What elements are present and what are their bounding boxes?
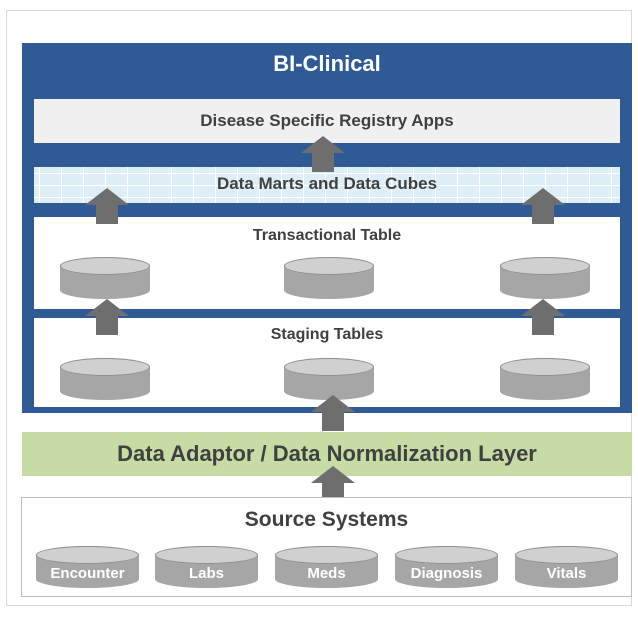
- registry-apps-label: Disease Specific Registry Apps: [200, 111, 454, 130]
- source-meds-db: Meds: [275, 546, 378, 588]
- bi-clinical-container: BI-Clinical Disease Specific Registry Ap…: [22, 43, 632, 413]
- source-diagnosis-label: Diagnosis: [410, 565, 483, 582]
- registry-apps-layer: Disease Specific Registry Apps: [34, 99, 620, 143]
- staging-db-center-icon: [284, 358, 374, 400]
- transactional-table-layer: Transactional Table: [34, 217, 620, 309]
- arrow-up-icon: [301, 136, 345, 172]
- staging-tables-layer: Staging Tables: [34, 318, 620, 407]
- staging-db-right-icon: [500, 358, 590, 400]
- arrow-up-icon: [85, 299, 129, 335]
- arrow-up-icon: [521, 299, 565, 335]
- transactional-table-label: Transactional Table: [252, 227, 402, 244]
- arrow-up-icon: [521, 188, 565, 224]
- source-diagnosis-db: Diagnosis: [395, 546, 498, 588]
- data-marts-label: Data Marts and Data Cubes: [216, 174, 438, 193]
- transactional-db-right-icon: [500, 257, 590, 299]
- staging-tables-label: Staging Tables: [270, 326, 384, 343]
- bi-clinical-title: BI-Clinical: [273, 51, 381, 76]
- arrow-up-icon: [311, 395, 355, 431]
- source-vitals-label: Vitals: [546, 565, 587, 582]
- source-encounter-db: Encounter: [36, 546, 139, 588]
- source-labs-db: Labs: [155, 546, 258, 588]
- source-meds-label: Meds: [307, 565, 346, 582]
- staging-db-left-icon: [60, 358, 150, 400]
- source-vitals-db: Vitals: [515, 546, 618, 588]
- source-encounter-label: Encounter: [50, 565, 125, 582]
- source-systems-box: Source Systems Encounter Labs Meds Diagn…: [21, 497, 632, 597]
- source-labs-label: Labs: [188, 565, 224, 582]
- data-adaptor-label: Data Adaptor / Data Normalization Layer: [117, 441, 537, 466]
- transactional-db-center-icon: [284, 257, 374, 299]
- transactional-db-left-icon: [60, 257, 150, 299]
- arrow-up-icon: [85, 188, 129, 224]
- source-systems-label: Source Systems: [244, 508, 409, 531]
